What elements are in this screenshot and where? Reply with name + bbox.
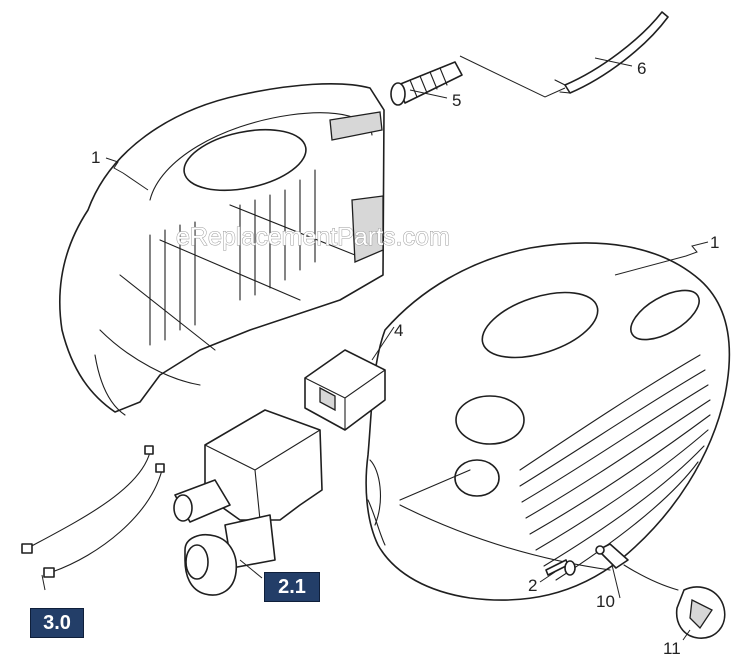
control-knob bbox=[675, 586, 726, 639]
callout-1-right: 1 bbox=[710, 233, 719, 252]
power-cable bbox=[554, 11, 669, 94]
callout-10: 10 bbox=[596, 592, 615, 611]
left-housing-half bbox=[59, 83, 385, 416]
callout-11: 11 bbox=[663, 639, 681, 658]
watermark-text: eReplacementParts.com bbox=[176, 223, 450, 251]
callout-2: 2 bbox=[528, 576, 537, 595]
screw bbox=[545, 559, 576, 576]
wire-harness bbox=[21, 445, 165, 578]
callout-5: 5 bbox=[452, 91, 461, 110]
leader-lines bbox=[41, 55, 709, 641]
temperature-sensor bbox=[595, 543, 679, 591]
callout-1-left: 1 bbox=[91, 148, 100, 167]
relay-bracket bbox=[304, 349, 386, 431]
pump-assembly bbox=[173, 409, 323, 596]
right-housing-half bbox=[365, 242, 731, 601]
pump-assembly-tag[interactable]: 2.1 bbox=[264, 572, 320, 602]
callout-6: 6 bbox=[637, 59, 646, 78]
strain-relief-grommet bbox=[390, 61, 463, 106]
callout-4: 4 bbox=[394, 321, 403, 340]
wire-harness-tag[interactable]: 3.0 bbox=[30, 608, 84, 638]
